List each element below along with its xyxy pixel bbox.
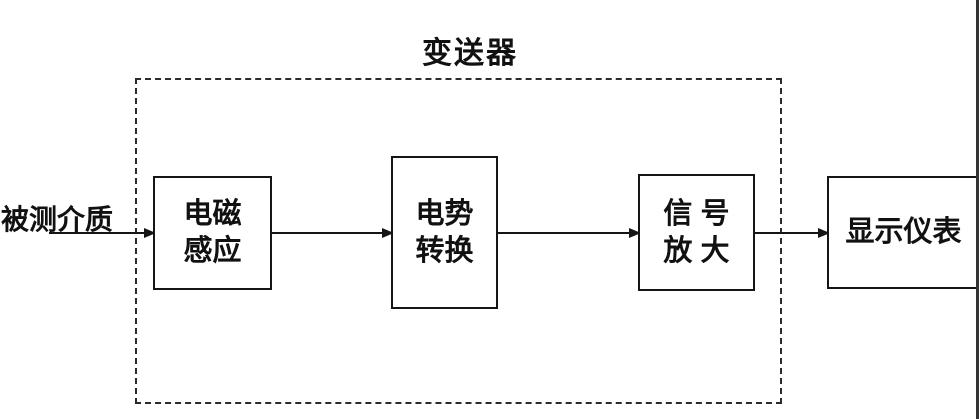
- block-label-line: 放大: [663, 234, 738, 267]
- arrowhead-icon: [629, 228, 641, 238]
- block-label-line: 转换: [415, 234, 474, 267]
- arrowhead-icon: [818, 228, 830, 238]
- block-label-line: 显示仪表: [845, 216, 962, 248]
- measured-medium-label: 被测介质: [1, 204, 114, 235]
- block-signal-amplification: 信号 放大: [638, 174, 755, 291]
- block-electromagnetic-induction: 电磁 感应: [153, 176, 272, 290]
- flow-arrow-input-to-induction: [49, 228, 156, 238]
- block-label-line: 信号: [663, 197, 738, 230]
- page-edge-line: [976, 0, 979, 419]
- flow-arrow-induction-to-conversion: [271, 228, 394, 238]
- flow-arrow-amplification-to-display: [754, 228, 830, 238]
- arrowhead-icon: [144, 228, 156, 238]
- block-potential-conversion: 电势 转换: [391, 156, 498, 309]
- arrowhead-icon: [382, 228, 394, 238]
- block-label-line: 电磁: [183, 198, 242, 230]
- block-label-line: 感应: [183, 235, 242, 267]
- flow-arrow-conversion-to-amplification: [497, 228, 641, 238]
- transmitter-group-title: 变送器: [422, 37, 518, 70]
- block-display-instrument: 显示仪表: [827, 176, 978, 289]
- block-label-line: 电势: [415, 197, 474, 230]
- transmitter-dashed-boundary: [135, 78, 782, 404]
